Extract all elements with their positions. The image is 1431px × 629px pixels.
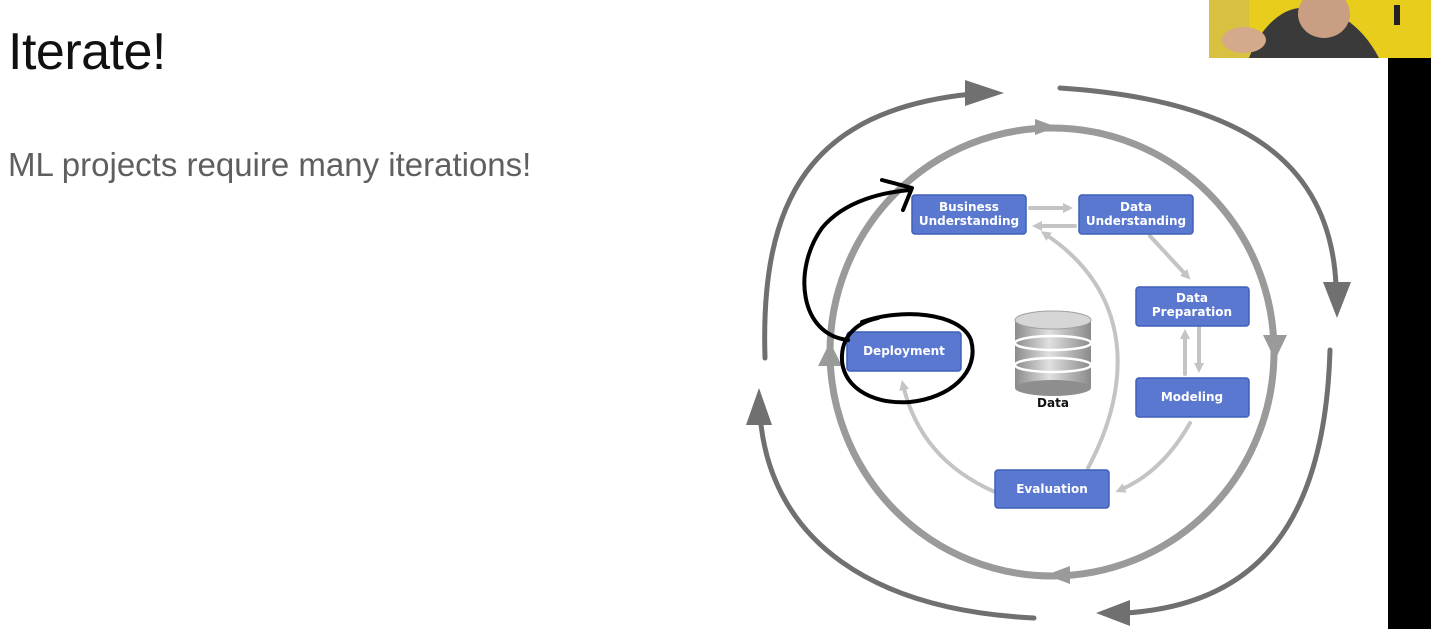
phase-label: Preparation (1152, 305, 1232, 319)
phase-label: Modeling (1161, 390, 1223, 404)
phase-business-understanding: Business Understanding (911, 194, 1027, 235)
outer-arrow-bottom-right (1122, 347, 1333, 616)
database-label: Data (1037, 396, 1069, 410)
phase-evaluation: Evaluation (994, 469, 1110, 509)
screen-edge-bar (1388, 58, 1431, 629)
database-icon (1013, 310, 1093, 396)
slide-bullet: ML projects require many iterations! (8, 146, 532, 183)
outer-arrow-bottom-left (758, 422, 1037, 621)
phase-label: Deployment (863, 344, 945, 358)
hand-drawn-annotation (802, 178, 975, 405)
presenter-webcam (1209, 0, 1431, 58)
outer-arrow-top-right (1057, 85, 1339, 288)
annotation-circle (839, 312, 975, 405)
middle-cycle-ring (818, 119, 1287, 584)
ring-arrowhead-bottom (1046, 566, 1070, 584)
phase-label: Understanding (1086, 214, 1186, 228)
phase-label: Evaluation (1016, 482, 1088, 496)
outer-arrow-top-left (762, 91, 975, 361)
phase-modeling: Modeling (1135, 377, 1250, 418)
phase-data-preparation: Data Preparation (1135, 286, 1250, 327)
phase-label: Data (1120, 200, 1152, 214)
ring-arrowhead-top (1035, 119, 1057, 135)
phase-data-understanding: Data Understanding (1078, 194, 1194, 235)
slide-title: Iterate! (8, 23, 166, 81)
phase-label: Understanding (919, 214, 1019, 228)
annotation-loop-arrow (802, 188, 912, 342)
phase-label: Business (939, 200, 999, 214)
annotation-arrowhead (880, 178, 914, 212)
ring-arrowhead-left (818, 342, 842, 366)
phase-label: Data (1176, 291, 1208, 305)
ring-arrowhead-right (1263, 335, 1287, 360)
outer-iteration-arrows (746, 80, 1351, 626)
phase-deployment: Deployment (846, 331, 962, 372)
